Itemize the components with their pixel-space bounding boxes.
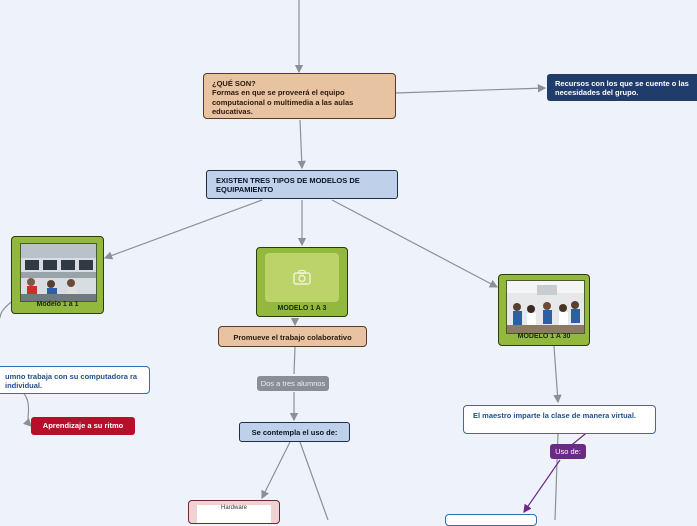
modelo-1a3-label: MODELO 1 A 3 bbox=[277, 305, 327, 312]
que-son-title: ¿QUÉ SON? bbox=[212, 79, 256, 88]
uso-de-text: Uso de: bbox=[555, 447, 581, 456]
edge-que-tipos bbox=[297, 119, 306, 170]
modelo-1a3-node[interactable]: MODELO 1 A 3 bbox=[256, 247, 348, 317]
tipos-node[interactable]: EXISTEN TRES TIPOS DE MODELOS DE EQUIPAM… bbox=[206, 170, 398, 199]
edge-contempla-hardware bbox=[261, 441, 291, 500]
hardware-node[interactable]: Hardware bbox=[188, 500, 280, 524]
modelo-1a30-label: MODELO 1 A 30 bbox=[517, 333, 571, 340]
edge-recursos bbox=[395, 84, 547, 94]
camera-icon bbox=[293, 269, 311, 287]
contempla-text: Se contempla el uso de: bbox=[251, 428, 338, 437]
bottom-right-node[interactable] bbox=[445, 514, 537, 526]
tipos-text: EXISTEN TRES TIPOS DE MODELOS DE EQUIPAM… bbox=[216, 176, 360, 195]
hardware-image: Hardware bbox=[197, 505, 271, 523]
edge-1a30-maestro bbox=[553, 345, 562, 404]
edge-contempla-right bbox=[299, 441, 329, 520]
recursos-text: Recursos con los que se cuente o las nec… bbox=[555, 79, 689, 98]
edge-tipos-1a30 bbox=[331, 199, 499, 288]
que-son-node[interactable]: ¿QUÉ SON? Formas en que se proveerá el e… bbox=[203, 73, 396, 119]
modelo-1a1-label: Modelo 1 a 1 bbox=[36, 301, 79, 308]
edge-tipos-1a1 bbox=[103, 199, 263, 260]
dos-tres-node[interactable]: Dos a tres alumnos bbox=[257, 376, 329, 391]
modelo-1a30-node[interactable]: MODELO 1 A 30 bbox=[498, 274, 590, 346]
dos-tres-text: Dos a tres alumnos bbox=[260, 379, 326, 388]
uso-de-node[interactable]: Uso de: bbox=[550, 444, 586, 459]
modelo-1a1-node[interactable]: Modelo 1 a 1 bbox=[11, 236, 104, 314]
recursos-node[interactable]: Recursos con los que se cuente o las nec… bbox=[547, 74, 697, 101]
alumno-node[interactable]: umno trabaja con su computadora ra indiv… bbox=[0, 366, 150, 394]
image-placeholder bbox=[265, 253, 339, 302]
alumno-text: umno trabaja con su computadora ra indiv… bbox=[5, 372, 138, 391]
classroom-photo-1a1 bbox=[20, 243, 97, 302]
edge-alumno-aprendizaje bbox=[22, 393, 32, 427]
que-son-text: Formas en que se proveerá el equipo comp… bbox=[212, 88, 354, 117]
maestro-text: El maestro imparte la clase de manera vi… bbox=[473, 411, 636, 420]
maestro-node[interactable]: El maestro imparte la clase de manera vi… bbox=[463, 405, 656, 434]
hardware-text: Hardware bbox=[220, 505, 247, 511]
aprendizaje-node[interactable]: Aprendizaje a su ritmo bbox=[31, 417, 135, 435]
classroom-photo-1a30 bbox=[506, 280, 585, 334]
promueve-text: Promueve el trabajo colaborativo bbox=[233, 333, 352, 342]
aprendizaje-text: Aprendizaje a su ritmo bbox=[42, 421, 124, 430]
promueve-node[interactable]: Promueve el trabajo colaborativo bbox=[218, 326, 367, 347]
edge-promueve-dos bbox=[293, 346, 296, 375]
contempla-node[interactable]: Se contempla el uso de: bbox=[239, 422, 350, 442]
